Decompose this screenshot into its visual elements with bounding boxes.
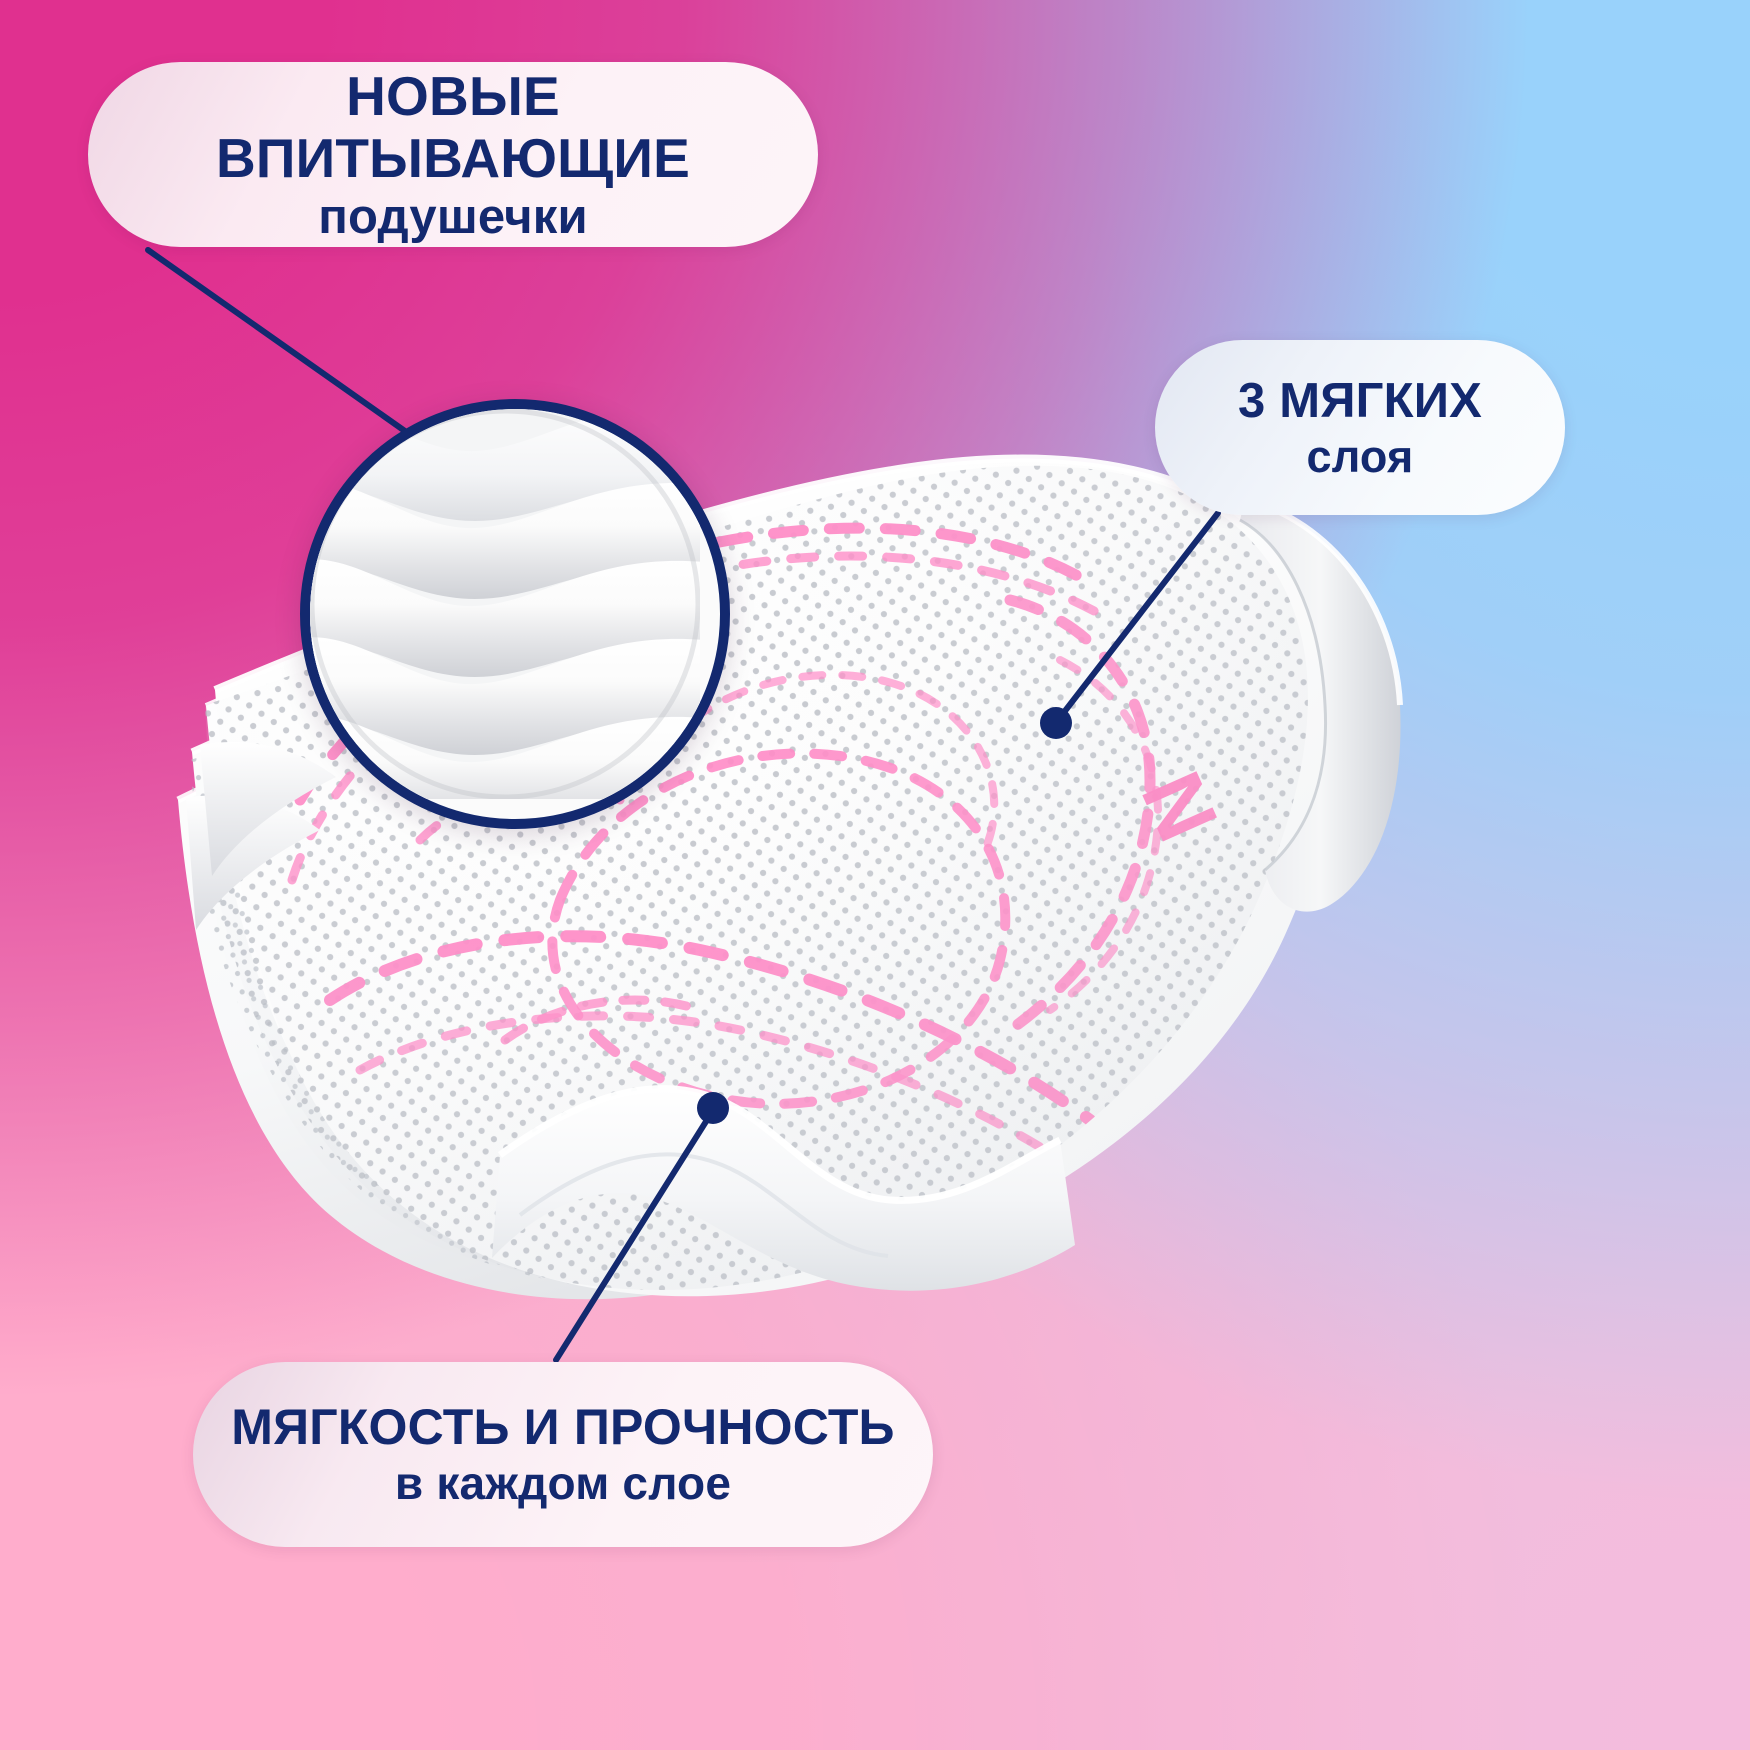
callout-text-block: НОВЫЕ ВПИТЫВАЮЩИЕ подушечки — [88, 65, 818, 245]
callout-text-block: 3 МЯГКИХ слоя — [1212, 372, 1508, 484]
callout-line-2: подушечки — [318, 189, 588, 244]
quilted-wave-texture — [310, 409, 700, 799]
callout-line-1: МЯГКОСТЬ И ПРОЧНОСТЬ — [231, 1399, 895, 1455]
callout-softness-and-strength[interactable]: МЯГКОСТЬ И ПРОЧНОСТЬ в каждом слое — [193, 1362, 933, 1547]
callout-line-1: 3 МЯГКИХ — [1237, 373, 1483, 428]
callout-text-block: МЯГКОСТЬ И ПРОЧНОСТЬ в каждом слое — [205, 1398, 920, 1511]
callout-line-2: слоя — [1306, 430, 1414, 482]
callout-three-soft-layers[interactable]: 3 МЯГКИХ слоя — [1155, 340, 1565, 515]
callout-line-2: в каждом слое — [394, 1457, 732, 1509]
pad-layer-tips — [186, 741, 336, 930]
absorbent-pads-zoom-circle — [300, 399, 730, 829]
callout-line-1: НОВЫЕ ВПИТЫВАЮЩИЕ — [215, 64, 691, 189]
callout-new-absorbent-pads[interactable]: НОВЫЕ ВПИТЫВАЮЩИЕ подушечки — [88, 62, 818, 247]
